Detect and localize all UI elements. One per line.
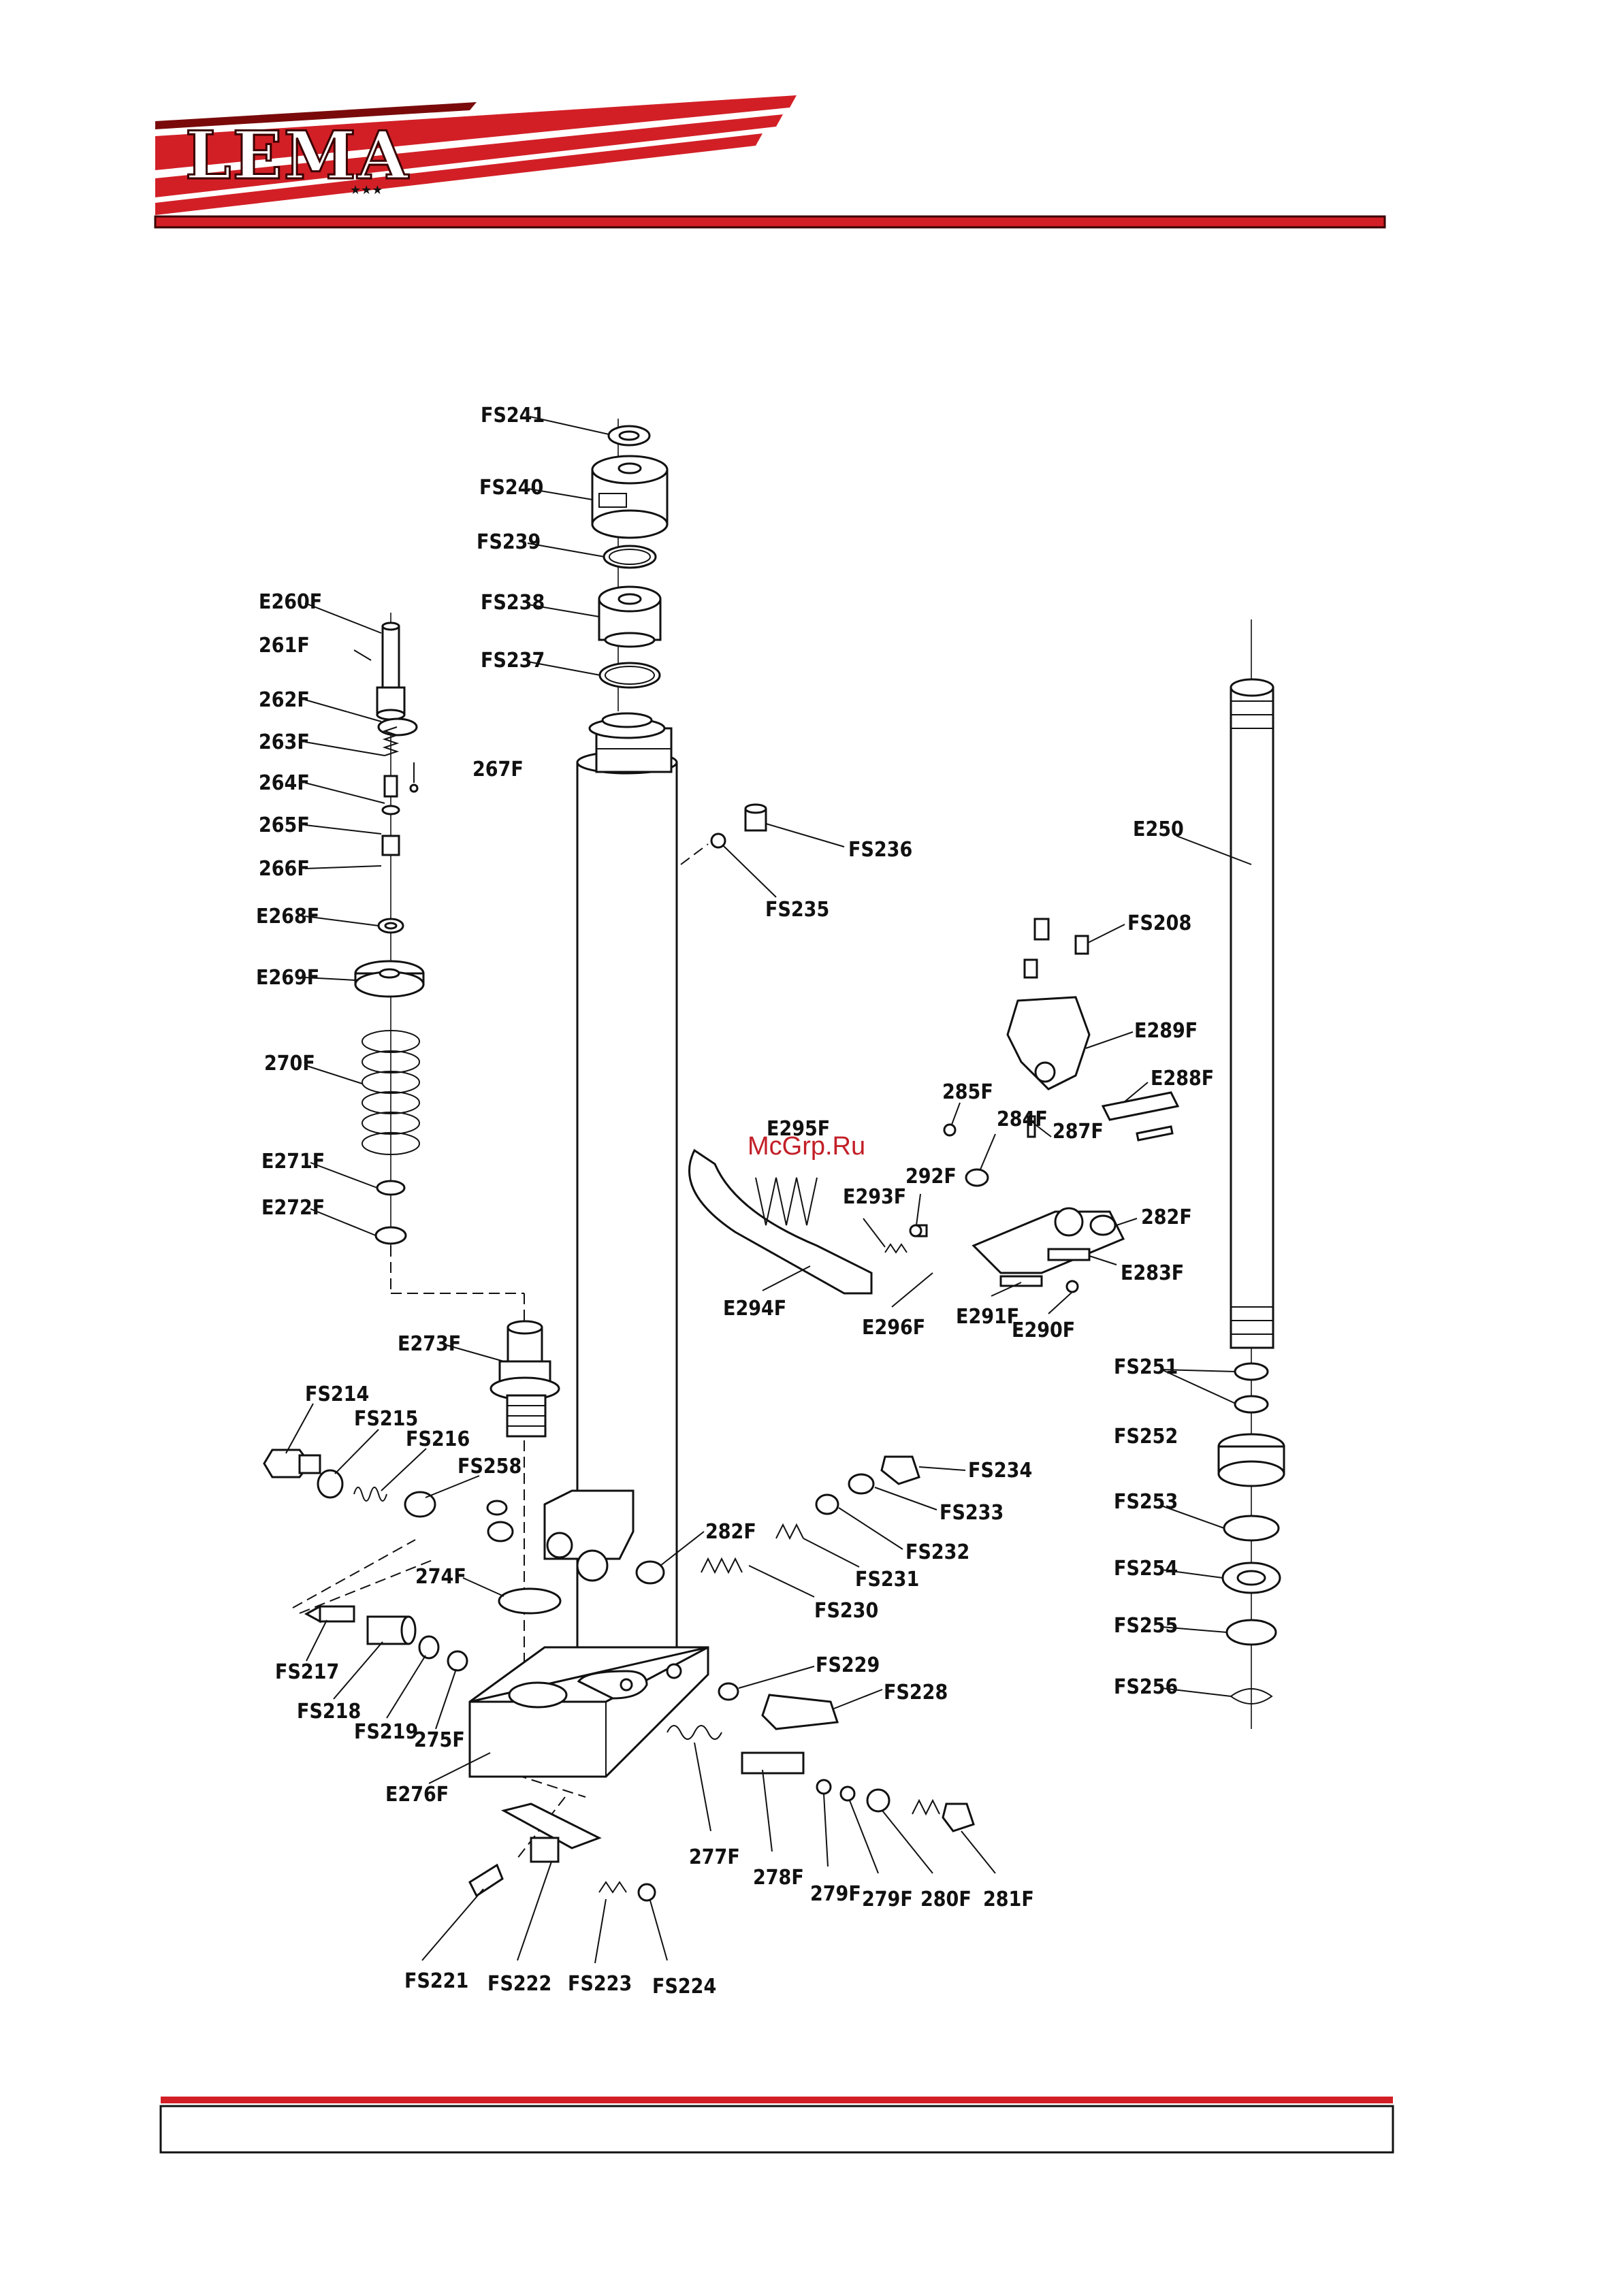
label-fs238: FS238	[481, 591, 545, 615]
label-fs253: FS253	[1114, 1490, 1178, 1514]
label-e276f: E276F	[385, 1783, 449, 1807]
valve-stack-left	[353, 621, 425, 1245]
footer-bar	[159, 2097, 1394, 2154]
label-264f: 264F	[259, 771, 310, 795]
label-fs236: FS236	[848, 838, 912, 862]
label-e296f: E296F	[862, 1316, 925, 1340]
label-265f: 265F	[259, 813, 310, 837]
cylinder-block-center	[487, 1489, 665, 1615]
part-fs239	[603, 545, 657, 569]
label-fs239: FS239	[477, 530, 541, 554]
label-262f: 262F	[259, 688, 310, 712]
watermark-text: McGrp.Ru	[748, 1132, 865, 1161]
logo-stars: ★★★	[350, 183, 383, 197]
label-fs255: FS255	[1114, 1614, 1178, 1638]
label-fs231: FS231	[855, 1568, 919, 1591]
label-287f: 287F	[1053, 1120, 1104, 1144]
label-e272f: E272F	[261, 1196, 325, 1220]
label-fs252: FS252	[1114, 1425, 1178, 1449]
label-fs216: FS216	[406, 1427, 470, 1451]
label-fs237: FS237	[481, 649, 545, 673]
part-fs238	[598, 585, 662, 648]
label-fs219: FS219	[354, 1720, 418, 1744]
label-fs251: FS251	[1114, 1355, 1178, 1379]
label-e295f: E295F	[767, 1117, 830, 1141]
part-fs237	[598, 662, 661, 689]
label-e260f: E260F	[259, 590, 322, 614]
label-e273f: E273F	[398, 1332, 461, 1356]
label-fs223: FS223	[568, 1972, 632, 1996]
rod-ring-stack	[1217, 1362, 1285, 1704]
part-e273f	[489, 1320, 560, 1438]
label-fs217: FS217	[275, 1660, 339, 1684]
label-fs222: FS222	[487, 1972, 551, 1996]
part-fs241	[607, 425, 651, 447]
label-270f: 270F	[264, 1052, 315, 1076]
label-fs258: FS258	[458, 1455, 521, 1478]
label-279f-a: 279F	[810, 1882, 861, 1906]
pump-handle-assembly	[914, 918, 1180, 1293]
label-fs228: FS228	[884, 1681, 948, 1704]
part-e276f-base	[468, 1646, 709, 1778]
label-fs233: FS233	[940, 1501, 1004, 1525]
label-fs234: FS234	[968, 1459, 1032, 1483]
label-282f-center: 282F	[705, 1520, 756, 1544]
part-fs240	[591, 455, 669, 539]
pump-handle-lever	[688, 1148, 922, 1295]
label-275f: 275F	[414, 1728, 465, 1752]
label-263f: 263F	[259, 730, 310, 754]
label-266f: 266F	[259, 857, 310, 881]
label-e291f: E291F	[956, 1305, 1019, 1329]
part-fs236-fs235	[710, 803, 767, 849]
label-fs240: FS240	[479, 476, 543, 500]
label-e268f: E268F	[256, 905, 319, 928]
label-267f: 267F	[472, 758, 524, 781]
label-e250: E250	[1133, 818, 1184, 841]
label-fs224: FS224	[652, 1975, 716, 1999]
label-fs218: FS218	[297, 1700, 361, 1724]
label-274f: 274F	[415, 1565, 466, 1589]
label-261f: 261F	[259, 634, 310, 658]
valve-row-right-lower	[667, 1682, 975, 1832]
label-fs235: FS235	[765, 898, 829, 922]
pedal-assembly	[468, 1802, 656, 1902]
label-e271f: E271F	[261, 1150, 325, 1174]
header-logo-banner: LEMA ★★★	[154, 95, 1386, 229]
label-e293f: E293F	[843, 1185, 906, 1209]
label-281f: 281F	[983, 1888, 1034, 1911]
label-279f-b: 279F	[862, 1888, 913, 1911]
label-277f: 277F	[689, 1845, 740, 1869]
label-fs215: FS215	[354, 1407, 418, 1431]
label-282f-right: 282F	[1141, 1206, 1192, 1229]
label-fs241: FS241	[481, 404, 545, 427]
label-e289f: E289F	[1134, 1019, 1198, 1043]
label-292f: 292F	[905, 1165, 957, 1189]
label-fs214: FS214	[305, 1383, 369, 1406]
valve-row-left	[263, 1449, 436, 1518]
part-labels: FS241 FS240 FS239 FS238 FS237 E260F 261F…	[256, 404, 1252, 1999]
label-e290f: E290F	[1012, 1319, 1075, 1342]
label-e294f: E294F	[723, 1297, 786, 1321]
label-fs221: FS221	[404, 1969, 468, 1993]
label-fs256: FS256	[1114, 1675, 1178, 1699]
label-fs230: FS230	[814, 1599, 878, 1623]
valve-row-lower-left	[304, 1500, 508, 1672]
label-fs232: FS232	[905, 1540, 969, 1564]
label-fs229: FS229	[816, 1653, 880, 1677]
label-e288f: E288F	[1151, 1067, 1214, 1090]
part-e250-rod	[1230, 678, 1274, 1349]
logo-text: LEMA	[185, 117, 409, 194]
label-fs254: FS254	[1114, 1557, 1178, 1581]
label-e269f: E269F	[256, 966, 319, 990]
label-fs208: FS208	[1127, 911, 1191, 935]
label-e283f: E283F	[1121, 1261, 1184, 1285]
label-278f: 278F	[753, 1866, 804, 1890]
label-280f: 280F	[920, 1888, 972, 1911]
valve-chain-center-right	[701, 1455, 920, 1574]
label-285f: 285F	[942, 1080, 993, 1104]
